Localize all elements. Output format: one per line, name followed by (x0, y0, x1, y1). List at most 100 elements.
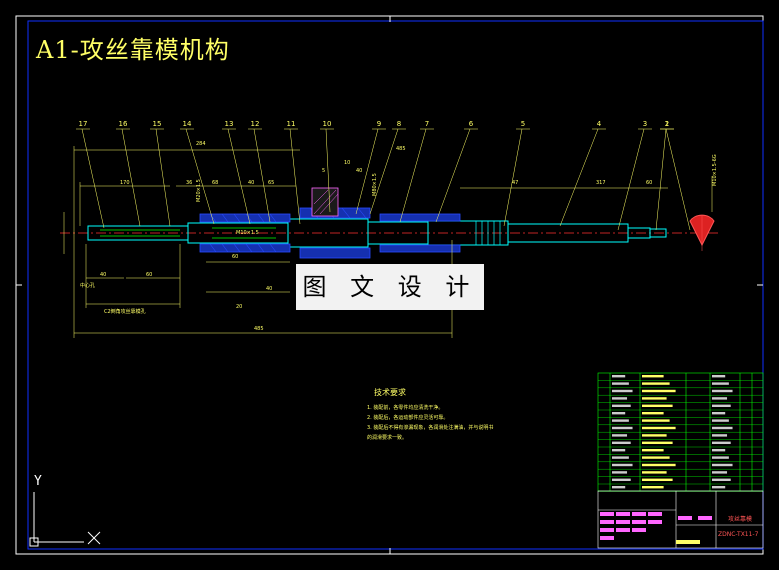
parts-list-cell-text (612, 478, 631, 481)
dimension-label: 284 (196, 141, 206, 147)
parts-list-cell-text (712, 486, 726, 489)
parts-list-cell-text (612, 449, 626, 452)
parts-list-cell-text (642, 426, 676, 430)
dimension-label: 60 (232, 254, 239, 260)
part-number-15: 15 (152, 120, 162, 128)
dimension-label: 36 (186, 180, 193, 186)
part-number-13: 13 (224, 120, 234, 128)
dimension-label: 60 (646, 180, 653, 186)
leader-line-9 (355, 128, 379, 215)
parts-list-cell-text (642, 486, 664, 489)
parts-list-cell-text (712, 382, 729, 385)
parts-list-cell-text (712, 449, 726, 452)
note-4: 的润滑要求一致。 (367, 435, 408, 441)
part-number-17: 17 (78, 120, 88, 128)
parts-list-cell-text (612, 419, 629, 422)
parts-list-cell-text (642, 463, 676, 467)
parts-list-cell-text (712, 389, 733, 393)
dimension-label: M10×1.5 (236, 230, 259, 236)
leader-line-15 (155, 128, 171, 227)
dimension-label: 40 (356, 168, 363, 174)
parts-list-cell-text (612, 441, 631, 444)
parts-list-cell-text (712, 441, 731, 444)
part-number-7: 7 (424, 120, 430, 128)
parts-list-cell-text (612, 471, 628, 474)
dimension-label: M80×1.5 (372, 173, 378, 196)
part-number-10: 10 (322, 120, 332, 128)
dimension-label: 40 (248, 180, 255, 186)
parts-list-cell-text (712, 426, 733, 430)
title-block-name: 攻丝靠模 (728, 516, 753, 523)
dimension-label: 65 (268, 180, 275, 186)
part-number-1: 1 (664, 120, 670, 128)
parts-list-cell-text (712, 456, 729, 459)
part-number-12: 12 (250, 120, 260, 128)
parts-list-cell-text (642, 419, 670, 422)
leader-line-11 (289, 128, 301, 225)
parts-list-cell-text (612, 397, 628, 400)
parts-list-cell-text (642, 478, 673, 481)
dimension-label: 20 (236, 304, 243, 310)
dimension-label: 485 (254, 326, 264, 332)
parts-list-cell-text (612, 486, 626, 489)
dimension-label: M20×1.5 (196, 179, 202, 202)
technical-requirements-title: 技术要求 (374, 388, 406, 397)
parts-list-cell-text (712, 397, 728, 400)
dimension-label: 10 (344, 160, 351, 166)
parts-list-cell-text (612, 463, 633, 467)
note-3: 3. 装配后不得有渗漏现象，各润滑处注满油，并与说明书 (367, 425, 494, 431)
leader-line-8 (369, 128, 399, 215)
part-number-2: 2 (664, 120, 670, 128)
part-number-9: 9 (376, 120, 382, 128)
parts-list-cell-text (712, 419, 729, 422)
parts-list-cell-text (642, 397, 667, 400)
note-2: 2. 装配后，各运动部件应灵活可靠。 (367, 415, 449, 421)
parts-list-cell-text (612, 382, 629, 385)
dimension-label: 40 (100, 272, 107, 278)
dimension-label: 68 (212, 180, 219, 186)
parts-list-cell-text (712, 412, 726, 415)
parts-list-cell-text (642, 389, 676, 393)
part-number-3: 3 (642, 120, 648, 128)
parts-list-cell-text (642, 456, 670, 459)
leader-line-17 (81, 128, 105, 229)
leader-line-2 (655, 128, 667, 231)
leader-line-13 (227, 128, 251, 225)
leader-line-14 (185, 128, 215, 225)
parts-list-cell-text (612, 426, 633, 430)
dimension-label: M10×1.5-6G (712, 154, 718, 186)
parts-list-cell-text (612, 389, 633, 393)
parts-list-cell-text (642, 434, 667, 437)
part-number-16: 16 (118, 120, 128, 128)
leader-line-1 (665, 128, 691, 231)
parts-list-cell-text (642, 441, 673, 444)
parts-list-cell-text (642, 404, 673, 407)
leader-line-3 (617, 128, 645, 231)
dimension-label: 60 (146, 272, 153, 278)
parts-list-cell-text (712, 375, 726, 378)
parts-list-cell-text (612, 434, 628, 437)
part-number-8: 8 (396, 120, 402, 128)
parts-list-cell-text (642, 375, 664, 378)
parts-list-cell-text (612, 375, 626, 378)
dimension-label: 485 (396, 146, 406, 152)
watermark: 图 文 设 计 (296, 264, 484, 310)
leader-line-7 (399, 128, 427, 223)
dimension-label: 5 (322, 168, 326, 174)
parts-list-cell-text (612, 456, 629, 459)
leader-line-16 (121, 128, 141, 227)
note-1: 1. 装配前，各零件均应清洗干净。 (367, 405, 444, 411)
parts-list-cell-text (612, 412, 626, 415)
dimension-label: 40 (266, 286, 273, 292)
parts-list-cell-text (712, 404, 731, 407)
parts-list-cell-text (612, 404, 631, 407)
part-number-11: 11 (286, 120, 296, 128)
parts-list-cell-text (642, 449, 664, 452)
dimension-label: C2倒角攻丝靠模孔 (104, 309, 146, 315)
parts-list-cell-text (642, 382, 670, 385)
leader-line-5 (503, 128, 523, 227)
dimension-label: 170 (120, 180, 130, 186)
part-number-14: 14 (182, 120, 192, 128)
